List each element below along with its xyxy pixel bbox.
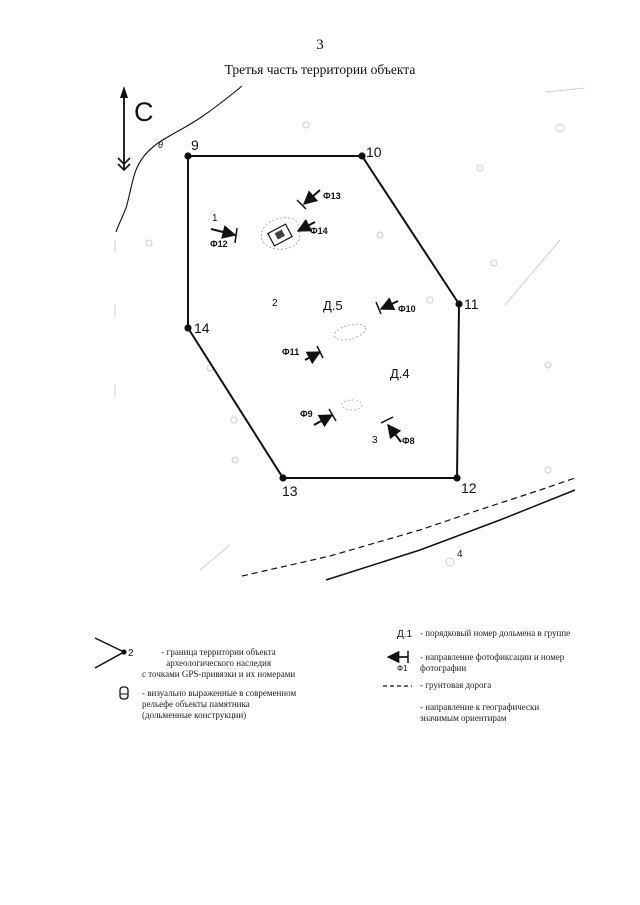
legend-relief-line-2: рельефе объекты памятника — [142, 699, 250, 709]
territory-boundary — [187, 155, 461, 479]
gps-point-11 — [455, 300, 463, 308]
legend-photo-line-1: - направление фотофиксации и номер — [420, 652, 565, 662]
photo-arrow-f14-icon — [296, 218, 316, 232]
photo-arrows — [210, 189, 402, 443]
photo-arrow-f9-icon — [313, 408, 337, 428]
photo-label-f9: Ф9 — [300, 409, 313, 419]
gps-point-13 — [279, 474, 287, 482]
region-label-4: 4 — [457, 549, 463, 560]
dolmen-label-5: Д.5 — [323, 298, 343, 313]
north-arrow-icon — [117, 86, 131, 172]
legend-dolmen-text: - порядковый номер дольмена в группе — [420, 628, 570, 639]
legend-relief-line-1: - визуально выраженные в современном — [142, 688, 297, 698]
road-solid — [325, 489, 576, 581]
legend-relief-icon — [119, 686, 129, 700]
legend-boundary-line-1: - граница территории объекта — [161, 647, 276, 657]
photo-arrow-f10-icon — [375, 297, 399, 315]
gps-point-10 — [358, 152, 366, 160]
terrain-line-label: θ — [158, 140, 163, 150]
page-title: Третья часть территории объекта — [224, 62, 416, 77]
page-number: 3 — [316, 37, 324, 53]
dolmen-structure-4-icon — [341, 399, 363, 411]
legend-orientation-text: - направление к географически значимым о… — [420, 702, 539, 724]
point-label-14: 14 — [194, 320, 210, 336]
legend-photo-text: - направление фотофиксации и номер фотог… — [420, 652, 564, 674]
legend-dolmen-symbol: Д.1 — [397, 629, 413, 640]
legend-orientation-line-2: значимым ориентирам — [420, 713, 507, 723]
gps-point-12 — [453, 474, 461, 482]
legend-photo-arrow-icon — [386, 650, 409, 664]
photo-arrow-f11-icon — [304, 345, 324, 365]
terrain-line — [115, 85, 243, 233]
photo-label-f10: Ф10 — [398, 304, 416, 314]
legend-boundary-icon — [94, 637, 127, 669]
dolmen-label-4: Д.4 — [390, 366, 410, 381]
point-label-11: 11 — [464, 296, 479, 312]
gps-point-14 — [184, 324, 192, 332]
north-label: С — [134, 97, 154, 127]
photo-label-f11: Ф11 — [282, 347, 299, 357]
photo-label-f12: Ф12 — [210, 239, 228, 249]
legend-road-text: - грунтовая дорога — [420, 680, 491, 691]
dolmen-structure-5-icon — [333, 323, 367, 341]
point-label-9: 9 — [191, 137, 199, 153]
photo-label-f13: Ф13 — [323, 191, 341, 201]
legend-boundary-line-2: археологического наследия — [166, 658, 271, 668]
photo-label-f14: Ф14 — [310, 226, 328, 236]
legend-photo-line-2: фотографии — [420, 663, 467, 673]
photo-label-f8: Ф8 — [402, 436, 415, 446]
point-label-10: 10 — [366, 144, 382, 160]
photo-arrow-f13-icon — [296, 189, 321, 210]
legend-road-line: - грунтовая дорога — [420, 680, 492, 690]
legend-boundary-line-3: с точками GPS-привязки и их номерами — [142, 669, 296, 679]
point-label-12: 12 — [461, 480, 477, 496]
legend-boundary-number: 2 — [128, 648, 134, 659]
region-label-3: 3 — [372, 435, 378, 446]
legend-boundary-text: - граница территории объекта археологиче… — [142, 647, 295, 680]
background-marks — [114, 87, 586, 571]
legend-relief-text: - визуально выраженные в современном рел… — [142, 688, 296, 721]
legend-photo-symbol: Ф1 — [397, 664, 408, 673]
gps-points — [184, 152, 463, 482]
legend-dolmen-line: - порядковый номер дольмена в группе — [420, 628, 571, 638]
region-label-2: 2 — [272, 298, 278, 309]
dirt-road-dashed — [241, 477, 576, 577]
region-label-1: 1 — [212, 213, 218, 224]
legend-relief-line-3: (дольменные конструкции) — [142, 710, 247, 720]
gps-point-9 — [184, 152, 192, 160]
photo-arrow-f8-icon — [380, 416, 402, 443]
point-label-13: 13 — [282, 483, 298, 499]
photo-arrow-f12-icon — [210, 225, 238, 244]
dolmen-structure-1-icon — [261, 217, 301, 250]
legend-orientation-line-1: - направление к географически — [420, 702, 540, 712]
